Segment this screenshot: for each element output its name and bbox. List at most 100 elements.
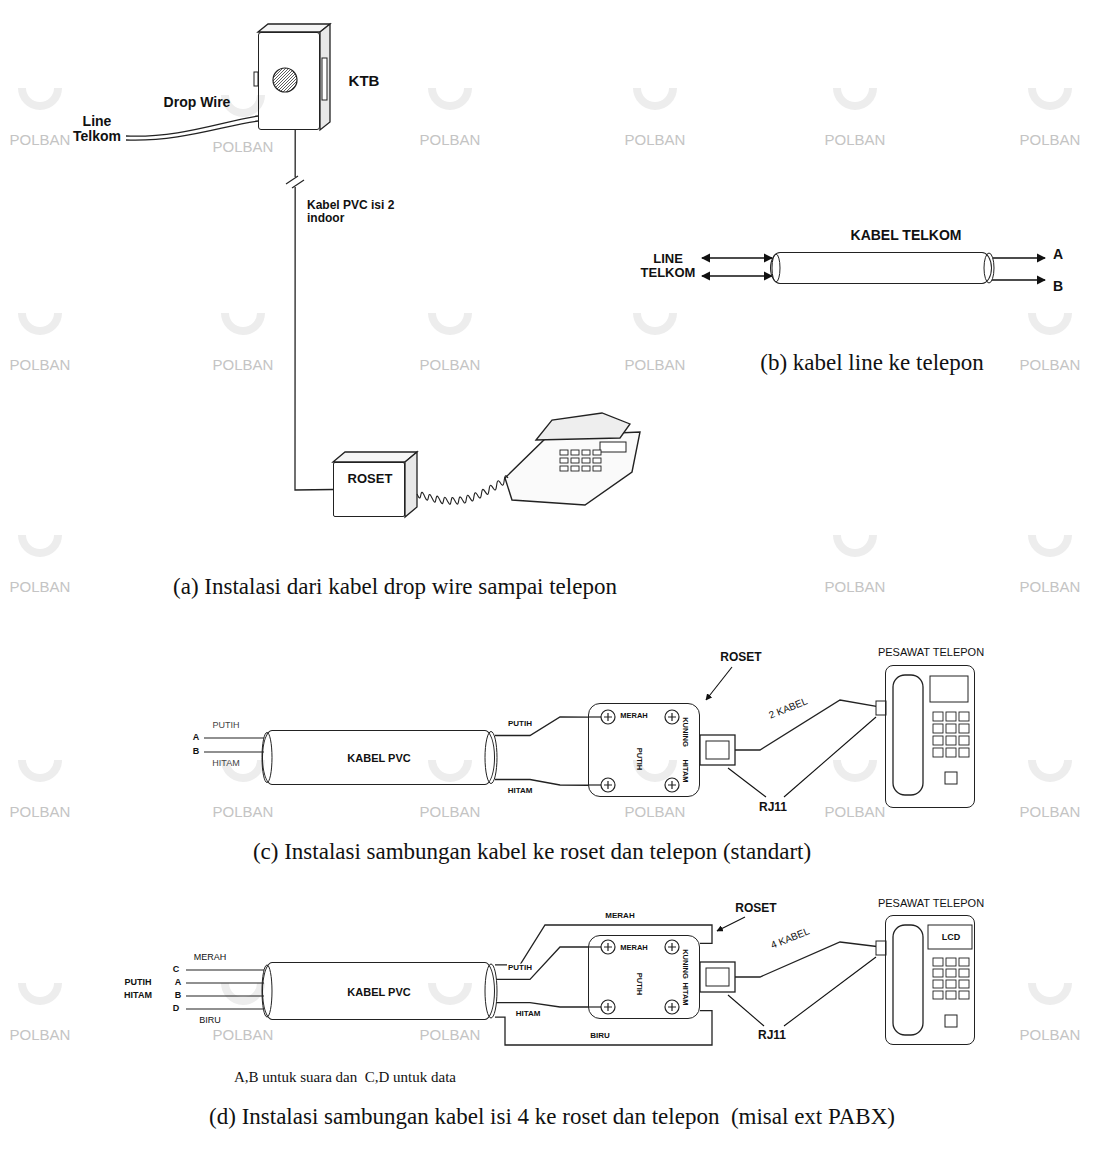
- telephone-key: [933, 969, 943, 977]
- label-text: C: [173, 965, 180, 975]
- node-text: HITAM: [681, 982, 689, 1005]
- wire-label: PUTIH: [507, 720, 533, 729]
- watermark-text: POLBAN: [213, 139, 274, 156]
- watermark-logo: [432, 88, 468, 106]
- telephone-handset: [536, 413, 630, 440]
- screw: [601, 778, 615, 792]
- wire: [588, 784, 601, 785]
- watermark-text: POLBAN: [825, 579, 886, 596]
- roset-block: ROSETMERAHKUNINGPUTIHHITAM: [588, 703, 700, 797]
- watermark-text: POLBAN: [825, 132, 886, 149]
- screw: [665, 710, 679, 724]
- ktb-grille: [273, 68, 297, 92]
- watermark-logo: [837, 760, 873, 778]
- drop-wire: [126, 116, 258, 136]
- telephone-keypad: [933, 712, 969, 999]
- wire: [186, 982, 264, 983]
- label-text: B: [1053, 279, 1063, 294]
- telephone-key: [945, 772, 957, 784]
- telephone-key: [933, 980, 943, 988]
- label-text: B: [175, 991, 182, 1001]
- wire: [186, 995, 264, 996]
- line-arrow: [702, 275, 772, 276]
- cable-end: [485, 732, 497, 784]
- watermark-logo: [225, 95, 261, 113]
- wire-label: HITAM: [515, 1010, 542, 1019]
- telephone-key: [582, 458, 590, 463]
- node-text: KUNING: [681, 949, 689, 979]
- ktb-top: [258, 24, 330, 32]
- cable-tube: KABEL PVC: [262, 730, 495, 785]
- figure-caption: (b) kabel line ke telepon: [760, 350, 984, 375]
- telephone-key: [946, 748, 956, 757]
- figure-caption: (a) Instalasi dari kabel drop wire sampa…: [173, 574, 617, 599]
- label-text: A: [175, 978, 182, 988]
- watermark-logo: [432, 983, 468, 1001]
- screw: [604, 1003, 612, 1011]
- node-text: PUTIH: [635, 748, 643, 771]
- node-text: KTB: [349, 73, 380, 90]
- telephone-set: PESAWAT TELEPONLCD: [885, 915, 975, 1045]
- watermark-text: POLBAN: [625, 357, 686, 374]
- screw: [665, 778, 679, 792]
- telephone-display: [600, 442, 626, 452]
- watermark-text: POLBAN: [10, 579, 71, 596]
- screw: [665, 1000, 679, 1014]
- telephone-key: [959, 736, 969, 745]
- watermark-logo: [225, 983, 261, 1001]
- telephone-key: [946, 736, 956, 745]
- telephone-key: [593, 450, 601, 455]
- label-text: MERAH: [194, 953, 227, 963]
- watermark-logo: [432, 760, 468, 778]
- watermark-text: POLBAN: [625, 804, 686, 821]
- telephone-key: [959, 969, 969, 977]
- telephone-key: [560, 450, 568, 455]
- node-text: ROSET: [348, 472, 393, 486]
- wire-label: 4 KABEL: [768, 925, 812, 951]
- telephone-key: [593, 458, 601, 463]
- drop-wire: [126, 121, 258, 140]
- wire-connector: [495, 717, 588, 736]
- node-text: MERAH: [620, 712, 648, 720]
- telephone-key: [933, 748, 943, 757]
- telephone-key: [946, 969, 956, 977]
- watermark-text: POLBAN: [625, 132, 686, 149]
- watermark-text: POLBAN: [1020, 579, 1081, 596]
- wire-label: BIRU: [589, 1032, 611, 1041]
- screw: [601, 1000, 615, 1014]
- telephone-key: [959, 980, 969, 988]
- watermark-text: POLBAN: [10, 804, 71, 821]
- watermark-text: POLBAN: [213, 804, 274, 821]
- wire-label: HITAM: [507, 787, 534, 796]
- telephone-key: [582, 466, 590, 471]
- telephone-key: [571, 458, 579, 463]
- leader-line: [728, 995, 764, 1026]
- telephone-key: [560, 466, 568, 471]
- telephone-set: PESAWAT TELEPON: [885, 665, 975, 808]
- cable-end: [485, 964, 497, 1018]
- node-text: KABEL PVC: [347, 986, 410, 998]
- wire-connector: [495, 947, 588, 979]
- roset-block: ROSETMERAHKUNINGPUTIHHITAM: [588, 935, 700, 1019]
- cable-end: [262, 733, 272, 783]
- wire-label: MERAH: [604, 912, 635, 921]
- telephone-keypad: [560, 450, 601, 471]
- watermark-logo: [22, 535, 58, 553]
- node-text: PUTIH: [635, 973, 643, 996]
- node-text: KUNING: [681, 717, 689, 747]
- label-text: HITAM: [212, 759, 239, 769]
- telephone-key: [946, 991, 956, 999]
- telephone-key: [933, 736, 943, 745]
- telephone-key: [571, 450, 579, 455]
- screw: [668, 943, 676, 951]
- watermark-text: POLBAN: [420, 357, 481, 374]
- cable-tube: KABEL TELKOM: [770, 252, 992, 284]
- ktb-slot: [322, 58, 327, 100]
- cable-end: [262, 965, 272, 1017]
- wire-label: PUTIH: [507, 964, 533, 973]
- lcd-screen: [928, 925, 972, 949]
- node-text: PESAWAT TELEPON: [878, 646, 984, 658]
- telephone-key: [933, 712, 943, 721]
- node-text: ROSET: [720, 651, 761, 664]
